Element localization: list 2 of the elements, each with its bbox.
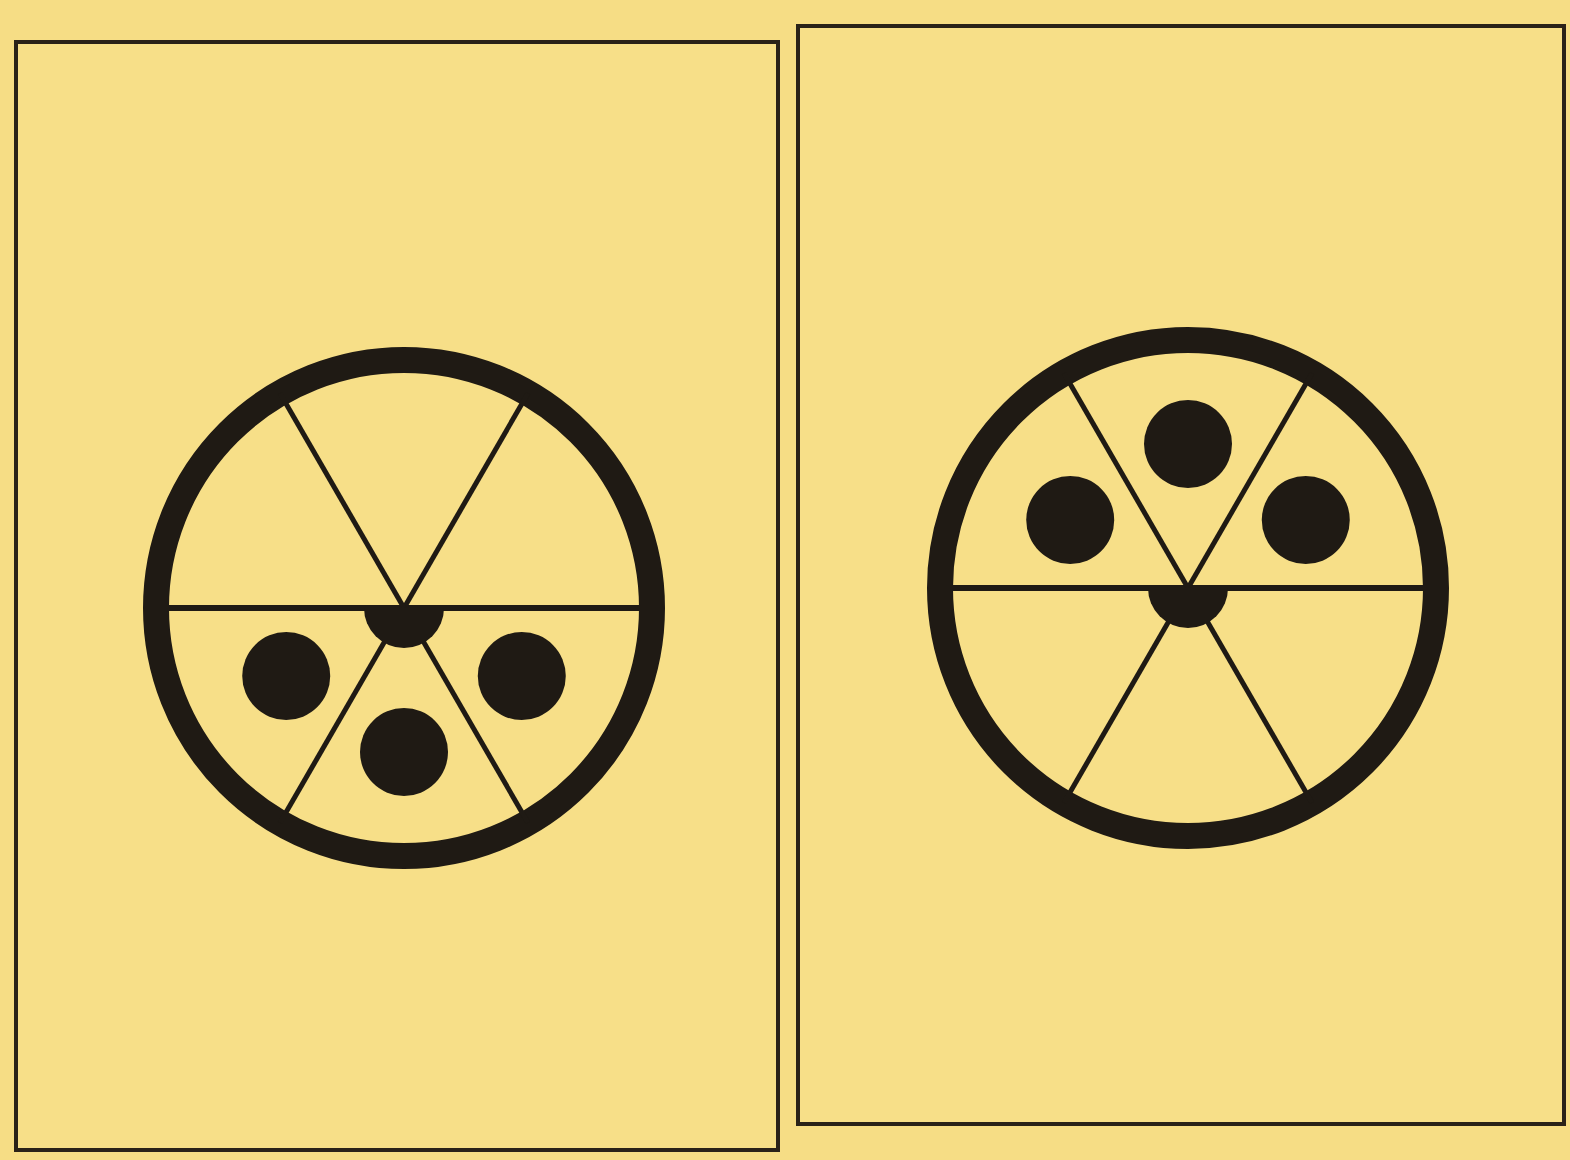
card-background [796, 24, 1566, 1126]
card-background [14, 40, 780, 1152]
